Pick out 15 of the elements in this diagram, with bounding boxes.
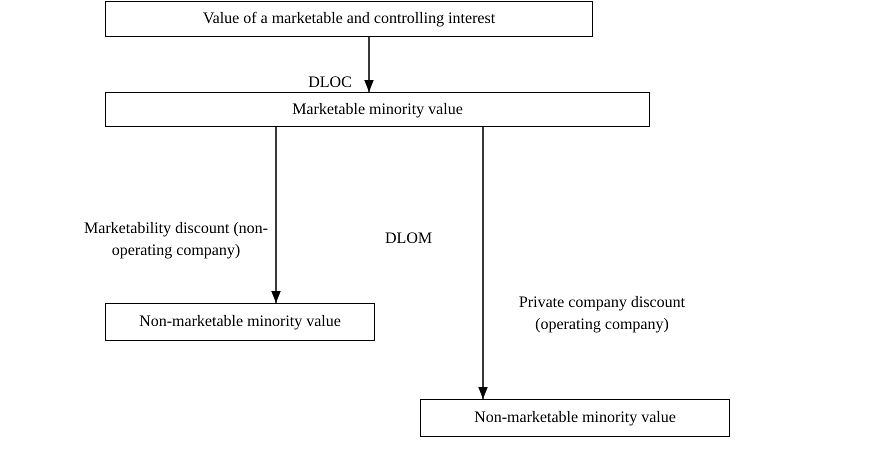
box-label: Non-marketable minority value	[139, 312, 341, 332]
arrow	[478, 127, 488, 399]
process-box	[105, 1, 593, 37]
process-box	[420, 399, 730, 437]
edge-label: Marketability discount (non-operating company)	[83, 219, 269, 261]
box-label: Marketable minority value	[292, 100, 463, 120]
annotation-label: DLOM	[385, 229, 432, 249]
box-label: Non-marketable minority value	[474, 408, 676, 428]
arrow	[364, 37, 374, 92]
process-box	[105, 92, 650, 127]
arrow	[271, 127, 281, 303]
process-box	[105, 303, 375, 341]
edge-label: Private company discount (operating company)	[518, 293, 686, 335]
edge-label: DLOC	[307, 73, 353, 93]
box-label: Value of a marketable and controlling interest	[202, 9, 496, 29]
